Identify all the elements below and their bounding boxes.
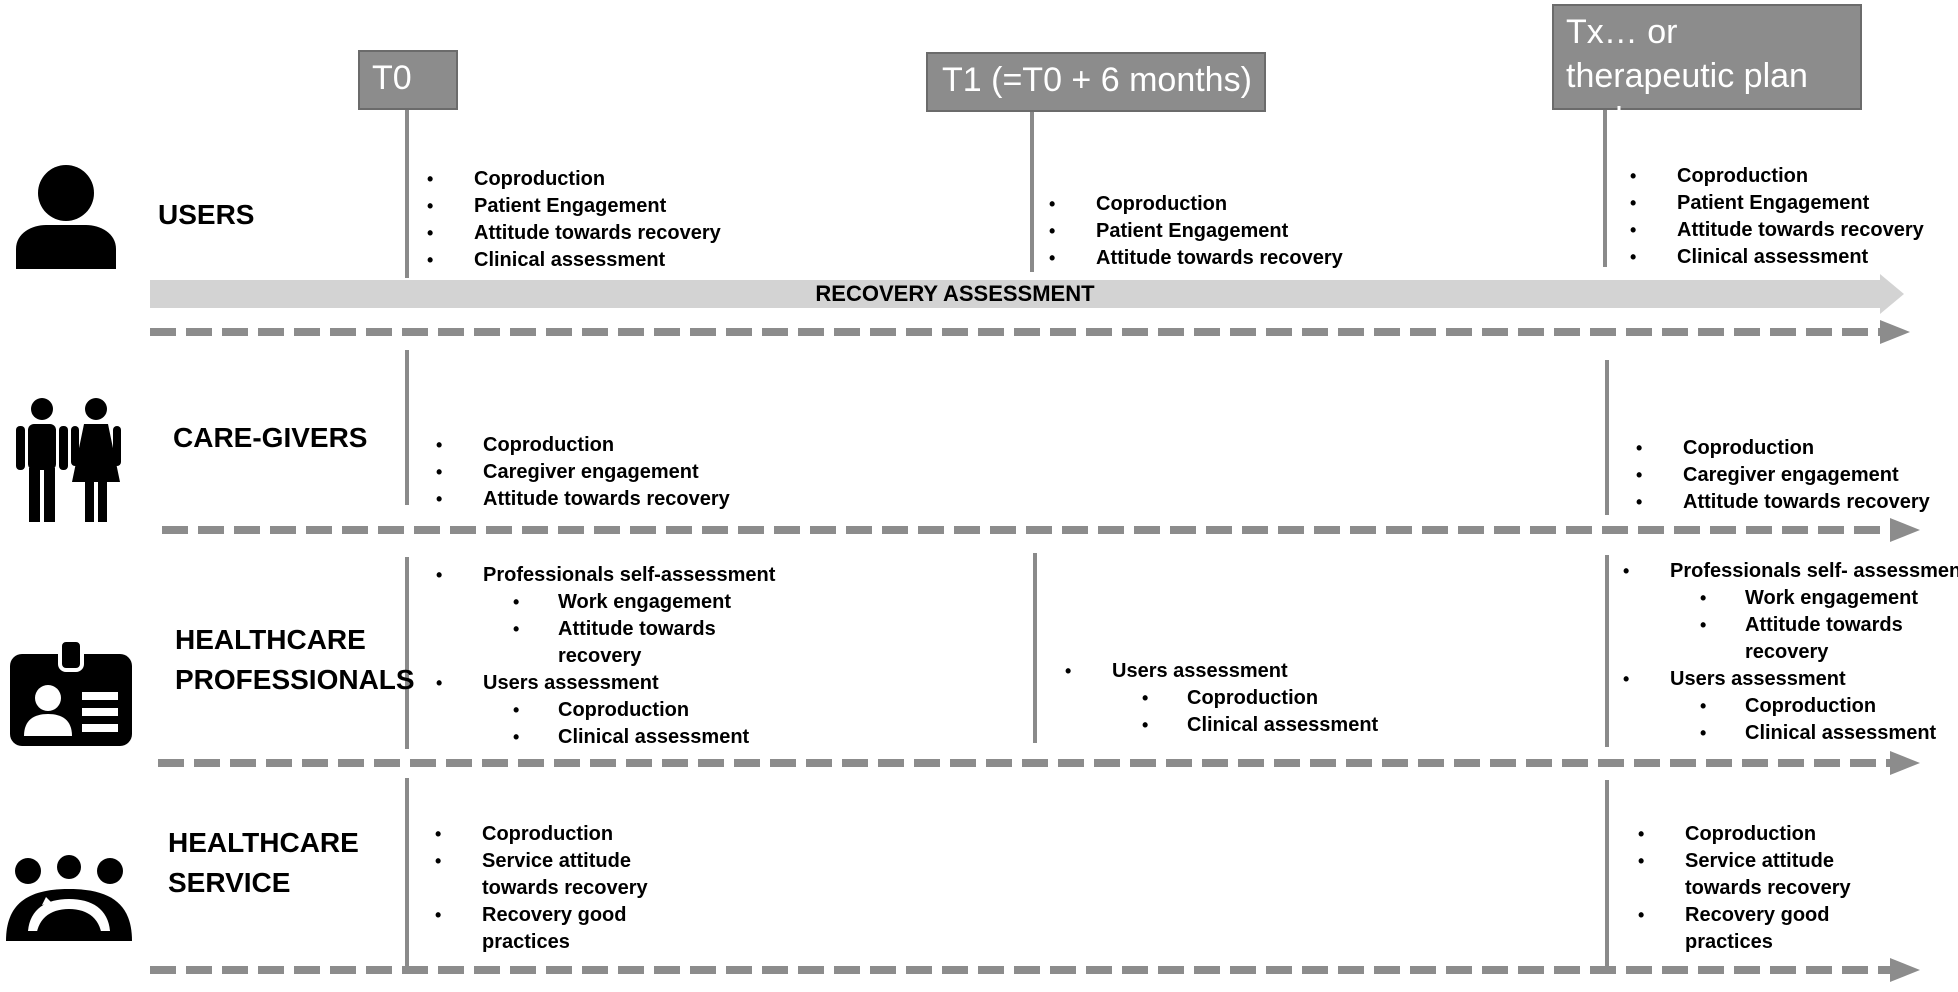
users-assessment-label: Users assessment: [1112, 660, 1288, 682]
recovery-assessment-label: RECOVERY ASSESSMENT: [815, 281, 1095, 306]
timepoint-t0-label: T0: [372, 59, 412, 97]
list-item: Professionals self-assessment Work engag…: [436, 562, 796, 670]
users-assessment-label: Users assessment: [1670, 668, 1846, 690]
t0-marker-professionals: [405, 557, 409, 749]
list-item: Users assessment Coproduction Clinical a…: [1623, 666, 1953, 747]
list-item: Attitude towards recovery: [1049, 245, 1343, 272]
list-item: Coproduction: [1630, 163, 1924, 190]
list-item: Users assessment Coproduction Clinical a…: [436, 670, 796, 751]
t1-marker-professionals: [1033, 553, 1037, 743]
dashed-arrowhead-service: [1890, 958, 1920, 982]
group-icon: [6, 855, 132, 941]
list-item: Coproduction: [1670, 693, 1953, 720]
timepoint-tx-box: Tx… or therapeutic plan end: [1552, 4, 1862, 139]
list-item: Coproduction: [1636, 435, 1930, 462]
timepoint-t1-box: T1 (=T0 + 6 months): [926, 52, 1266, 112]
users-t0-list: Coproduction Patient Engagement Attitude…: [427, 166, 721, 274]
professionals-t0-list: Professionals self-assessment Work engag…: [436, 562, 796, 751]
list-item: Recovery good practices: [435, 902, 672, 956]
service-t0-list: Coproduction Service attitude towards re…: [435, 821, 682, 956]
tx-marker-users: [1603, 110, 1607, 267]
list-item: Patient Engagement: [1630, 190, 1924, 217]
list-item: Coproduction: [1049, 191, 1343, 218]
row-label-professionals-line2: PROFESSIONALS: [175, 664, 415, 695]
list-item: Attitude towards recovery: [427, 220, 721, 247]
list-item: Clinical assessment: [1670, 720, 1953, 747]
row-label-professionals-line1: HEALTHCARE: [175, 624, 366, 655]
row-label-caregivers: CARE-GIVERS: [173, 422, 368, 453]
row-label-users: USERS: [158, 199, 255, 230]
list-item: Service attitude towards recovery: [1638, 848, 1885, 902]
row-label-service-line1: HEALTHCARE: [168, 827, 359, 858]
list-item: Coproduction: [1112, 685, 1378, 712]
list-item: Work engagement: [483, 589, 796, 616]
list-item: Recovery good practices: [1638, 902, 1875, 956]
list-item: Attitude towards recovery: [436, 486, 730, 513]
timepoint-t1-label: T1 (=T0 + 6 months): [942, 61, 1252, 99]
list-item: Clinical assessment: [1112, 712, 1378, 739]
user-icon: [16, 165, 116, 269]
timepoint-t0-box: T0: [358, 50, 458, 110]
list-item: Caregiver engagement: [1636, 462, 1930, 489]
couple-icon: [16, 398, 121, 522]
dashed-arrowhead-users: [1880, 320, 1910, 344]
t1-marker-users: [1030, 112, 1034, 272]
id-badge-icon: [10, 640, 132, 746]
t0-marker-users: [405, 110, 409, 278]
list-item: Users assessment Coproduction Clinical a…: [1065, 658, 1378, 739]
list-item: Patient Engagement: [1049, 218, 1343, 245]
list-item: Coproduction: [483, 697, 796, 724]
row-label-professionals: HEALTHCARE PROFESSIONALS: [175, 620, 415, 700]
t0-marker-service: [405, 778, 409, 966]
list-item: Attitude towards recovery: [1670, 612, 1935, 666]
timepoint-tx-label: Tx… or therapeutic plan end: [1566, 13, 1808, 139]
tx-marker-service: [1605, 780, 1609, 970]
service-tx-list: Coproduction Service attitude towards re…: [1638, 821, 1885, 956]
row-label-service-line2: SERVICE: [168, 867, 291, 898]
users-assessment-label: Users assessment: [483, 672, 659, 694]
t0-marker-caregivers: [405, 350, 409, 505]
recovery-assessment-arrow: [150, 274, 1904, 314]
professionals-t1-list: Users assessment Coproduction Clinical a…: [1065, 658, 1378, 739]
list-item: Coproduction: [435, 821, 682, 848]
users-tx-list: Coproduction Patient Engagement Attitude…: [1630, 163, 1924, 271]
list-item: Attitude towards recovery: [1636, 489, 1930, 516]
list-item: Attitude towards recovery: [483, 616, 748, 670]
caregivers-tx-list: Coproduction Caregiver engagement Attitu…: [1636, 435, 1930, 516]
list-item: Service attitude towards recovery: [435, 848, 682, 902]
list-item: Clinical assessment: [427, 247, 721, 274]
list-item: Caregiver engagement: [436, 459, 730, 486]
users-t1-list: Coproduction Patient Engagement Attitude…: [1049, 191, 1343, 272]
tx-marker-caregivers: [1605, 360, 1609, 515]
row-label-service: HEALTHCARE SERVICE: [168, 823, 359, 903]
professionals-tx-list: Professionals self- assessment Work enga…: [1623, 558, 1958, 747]
tx-marker-professionals: [1605, 555, 1609, 747]
dashed-arrowhead-professionals: [1890, 751, 1920, 775]
list-item: Coproduction: [436, 432, 730, 459]
list-item: Work engagement: [1670, 585, 1953, 612]
list-item: Attitude towards recovery: [1630, 217, 1924, 244]
caregivers-t0-list: Coproduction Caregiver engagement Attitu…: [436, 432, 730, 513]
list-item: Professionals self- assessment Work enga…: [1623, 558, 1958, 666]
self-assessment-label: Professionals self-assessment: [483, 564, 776, 586]
dashed-arrowhead-caregivers: [1890, 518, 1920, 542]
list-item: Clinical assessment: [1630, 244, 1924, 271]
list-item: Clinical assessment: [483, 724, 796, 751]
self-assessment-label: Professionals self- assessment: [1670, 560, 1958, 582]
list-item: Patient Engagement: [427, 193, 721, 220]
list-item: Coproduction: [427, 166, 721, 193]
list-item: Coproduction: [1638, 821, 1885, 848]
